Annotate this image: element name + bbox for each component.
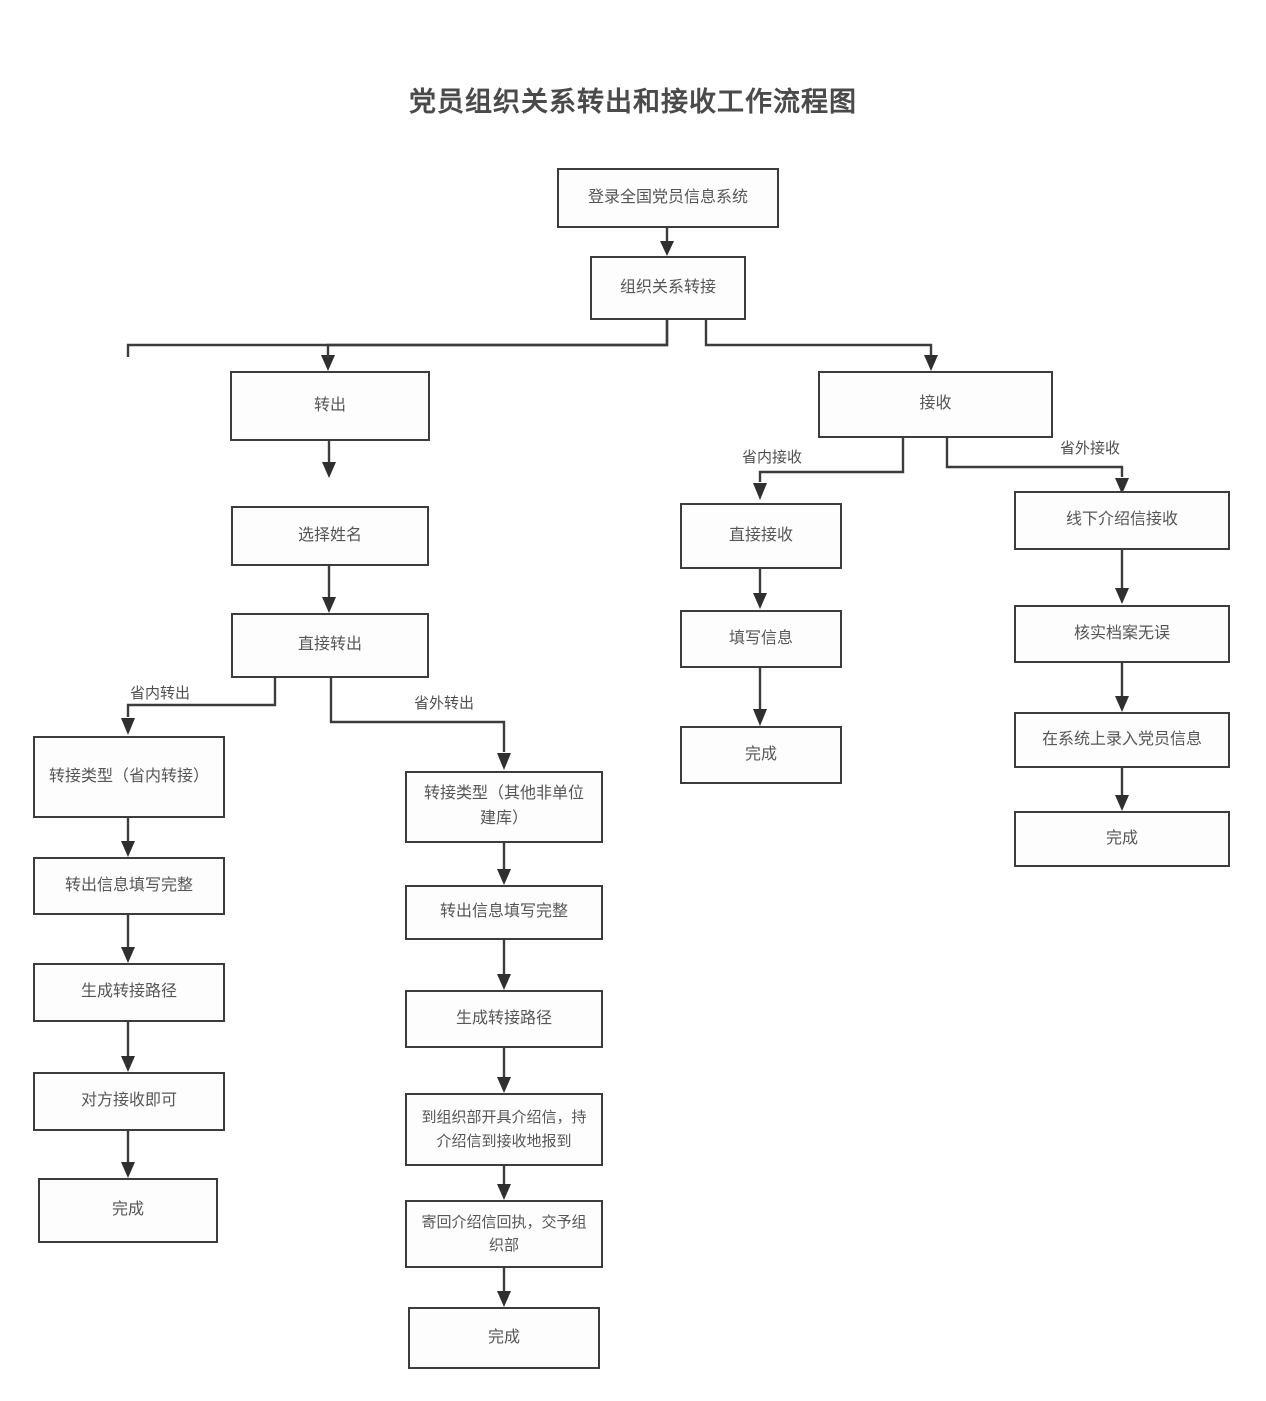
- arrowhead: [753, 709, 767, 726]
- node-select-name[interactable]: 选择姓名: [231, 506, 429, 566]
- arrowhead: [497, 1291, 511, 1307]
- arrowhead: [1115, 588, 1129, 604]
- node-generate-path-left-label: 生成转接路径: [80, 983, 177, 1001]
- node-direct-receive-label: 直接接收: [728, 526, 793, 544]
- node-offline-letter-receive[interactable]: 线下介绍信接收: [1014, 491, 1230, 550]
- arrowhead: [321, 355, 335, 371]
- arrowhead: [753, 483, 767, 500]
- node-receive[interactable]: 接收: [818, 371, 1053, 438]
- node-direct-receive[interactable]: 直接接收: [680, 503, 842, 569]
- node-get-letter-label: 到组织部开具介绍信，持介绍信到接收地报到: [421, 1109, 587, 1150]
- node-other-side-receive-label: 对方接收即可: [80, 1092, 177, 1110]
- node-type-out-province-label: 转接类型（其他非单位建库）: [423, 785, 584, 827]
- node-type-out-province[interactable]: 转接类型（其他非单位建库）: [405, 771, 603, 843]
- arrowhead: [497, 753, 511, 770]
- node-offline-letter-receive-label: 线下介绍信接收: [1065, 511, 1178, 529]
- page-title: 党员组织关系转出和接收工作流程图: [409, 87, 857, 117]
- arrowhead: [322, 462, 336, 478]
- arrowhead: [497, 869, 511, 885]
- arrowhead: [497, 1077, 511, 1093]
- node-get-letter[interactable]: 到组织部开具介绍信，持介绍信到接收地报到: [405, 1093, 603, 1166]
- node-login[interactable]: 登录全国党员信息系统: [557, 168, 779, 228]
- node-out-info-complete-left[interactable]: 转出信息填写完整: [33, 857, 225, 915]
- arrowhead: [497, 974, 511, 990]
- edge-label-in-province-out: 省内转出: [130, 685, 191, 702]
- arrowhead: [121, 1056, 135, 1072]
- node-done-left[interactable]: 完成: [38, 1178, 218, 1243]
- node-transfer-relation-label: 组织关系转接: [619, 278, 716, 296]
- node-generate-path-mid-label: 生成转接路径: [455, 1009, 552, 1027]
- arrowhead: [924, 355, 938, 371]
- node-type-in-province-label: 转接类型（省内转接）: [48, 767, 209, 785]
- node-receive-done-mid[interactable]: 完成: [680, 726, 842, 784]
- arrowhead: [121, 841, 135, 857]
- node-done-left-label: 完成: [111, 1201, 144, 1219]
- node-direct-transfer-out[interactable]: 直接转出: [231, 613, 429, 678]
- node-receive-done-right[interactable]: 完成: [1014, 811, 1230, 867]
- arrowhead: [121, 947, 135, 963]
- node-done-mid-label: 完成: [487, 1328, 520, 1346]
- edge-relation-to-receive: [704, 320, 933, 358]
- node-receive-label: 接收: [919, 395, 952, 413]
- arrowhead: [1115, 696, 1129, 712]
- node-return-receipt[interactable]: 寄回介绍信回执，交予组织部: [405, 1200, 603, 1268]
- arrowhead: [121, 718, 135, 735]
- node-direct-transfer-out-label: 直接转出: [297, 636, 362, 654]
- node-return-receipt-label: 寄回介绍信回执，交予组织部: [421, 1213, 587, 1254]
- arrowhead: [121, 1162, 135, 1178]
- node-enter-member-info[interactable]: 在系统上录入党员信息: [1014, 712, 1230, 768]
- edge-relation-to-transferout: [126, 320, 669, 357]
- node-out-info-complete-mid[interactable]: 转出信息填写完整: [405, 885, 603, 940]
- edge-directout-out-province: [329, 678, 506, 752]
- edge-label-out-province-receive: 省外接收: [1060, 440, 1121, 457]
- node-generate-path-left[interactable]: 生成转接路径: [33, 963, 225, 1022]
- node-out-info-complete-left-label: 转出信息填写完整: [64, 876, 193, 894]
- arrowhead: [1115, 795, 1129, 811]
- node-receive-done-right-label: 完成: [1105, 829, 1138, 847]
- node-verify-archive[interactable]: 核实档案无误: [1014, 605, 1230, 663]
- node-transfer-out-label: 转出: [313, 396, 346, 414]
- arrowhead: [753, 593, 767, 609]
- edge-label-in-province-receive: 省内接收: [742, 449, 803, 466]
- node-type-in-province[interactable]: 转接类型（省内转接）: [33, 736, 225, 818]
- node-transfer-out[interactable]: 转出: [230, 371, 430, 441]
- arrowhead: [660, 241, 674, 256]
- node-done-mid[interactable]: 完成: [408, 1307, 600, 1369]
- node-transfer-relation[interactable]: 组织关系转接: [590, 256, 746, 320]
- node-other-side-receive[interactable]: 对方接收即可: [33, 1072, 225, 1131]
- node-out-info-complete-mid-label: 转出信息填写完整: [439, 903, 568, 921]
- arrowhead: [497, 1184, 511, 1200]
- node-generate-path-mid[interactable]: 生成转接路径: [405, 990, 603, 1048]
- node-select-name-label: 选择姓名: [297, 526, 362, 544]
- node-fill-info[interactable]: 填写信息: [680, 610, 842, 668]
- edge-relation-to-transferout-2: [326, 320, 669, 358]
- node-receive-done-mid-label: 完成: [744, 745, 777, 763]
- node-enter-member-info-label: 在系统上录入党员信息: [1041, 730, 1202, 748]
- node-fill-info-label: 填写信息: [728, 629, 793, 647]
- arrowhead: [322, 597, 336, 613]
- edge-label-out-province-out: 省外转出: [414, 695, 475, 712]
- node-login-label: 登录全国党员信息系统: [587, 188, 748, 206]
- node-verify-archive-label: 核实档案无误: [1073, 624, 1170, 642]
